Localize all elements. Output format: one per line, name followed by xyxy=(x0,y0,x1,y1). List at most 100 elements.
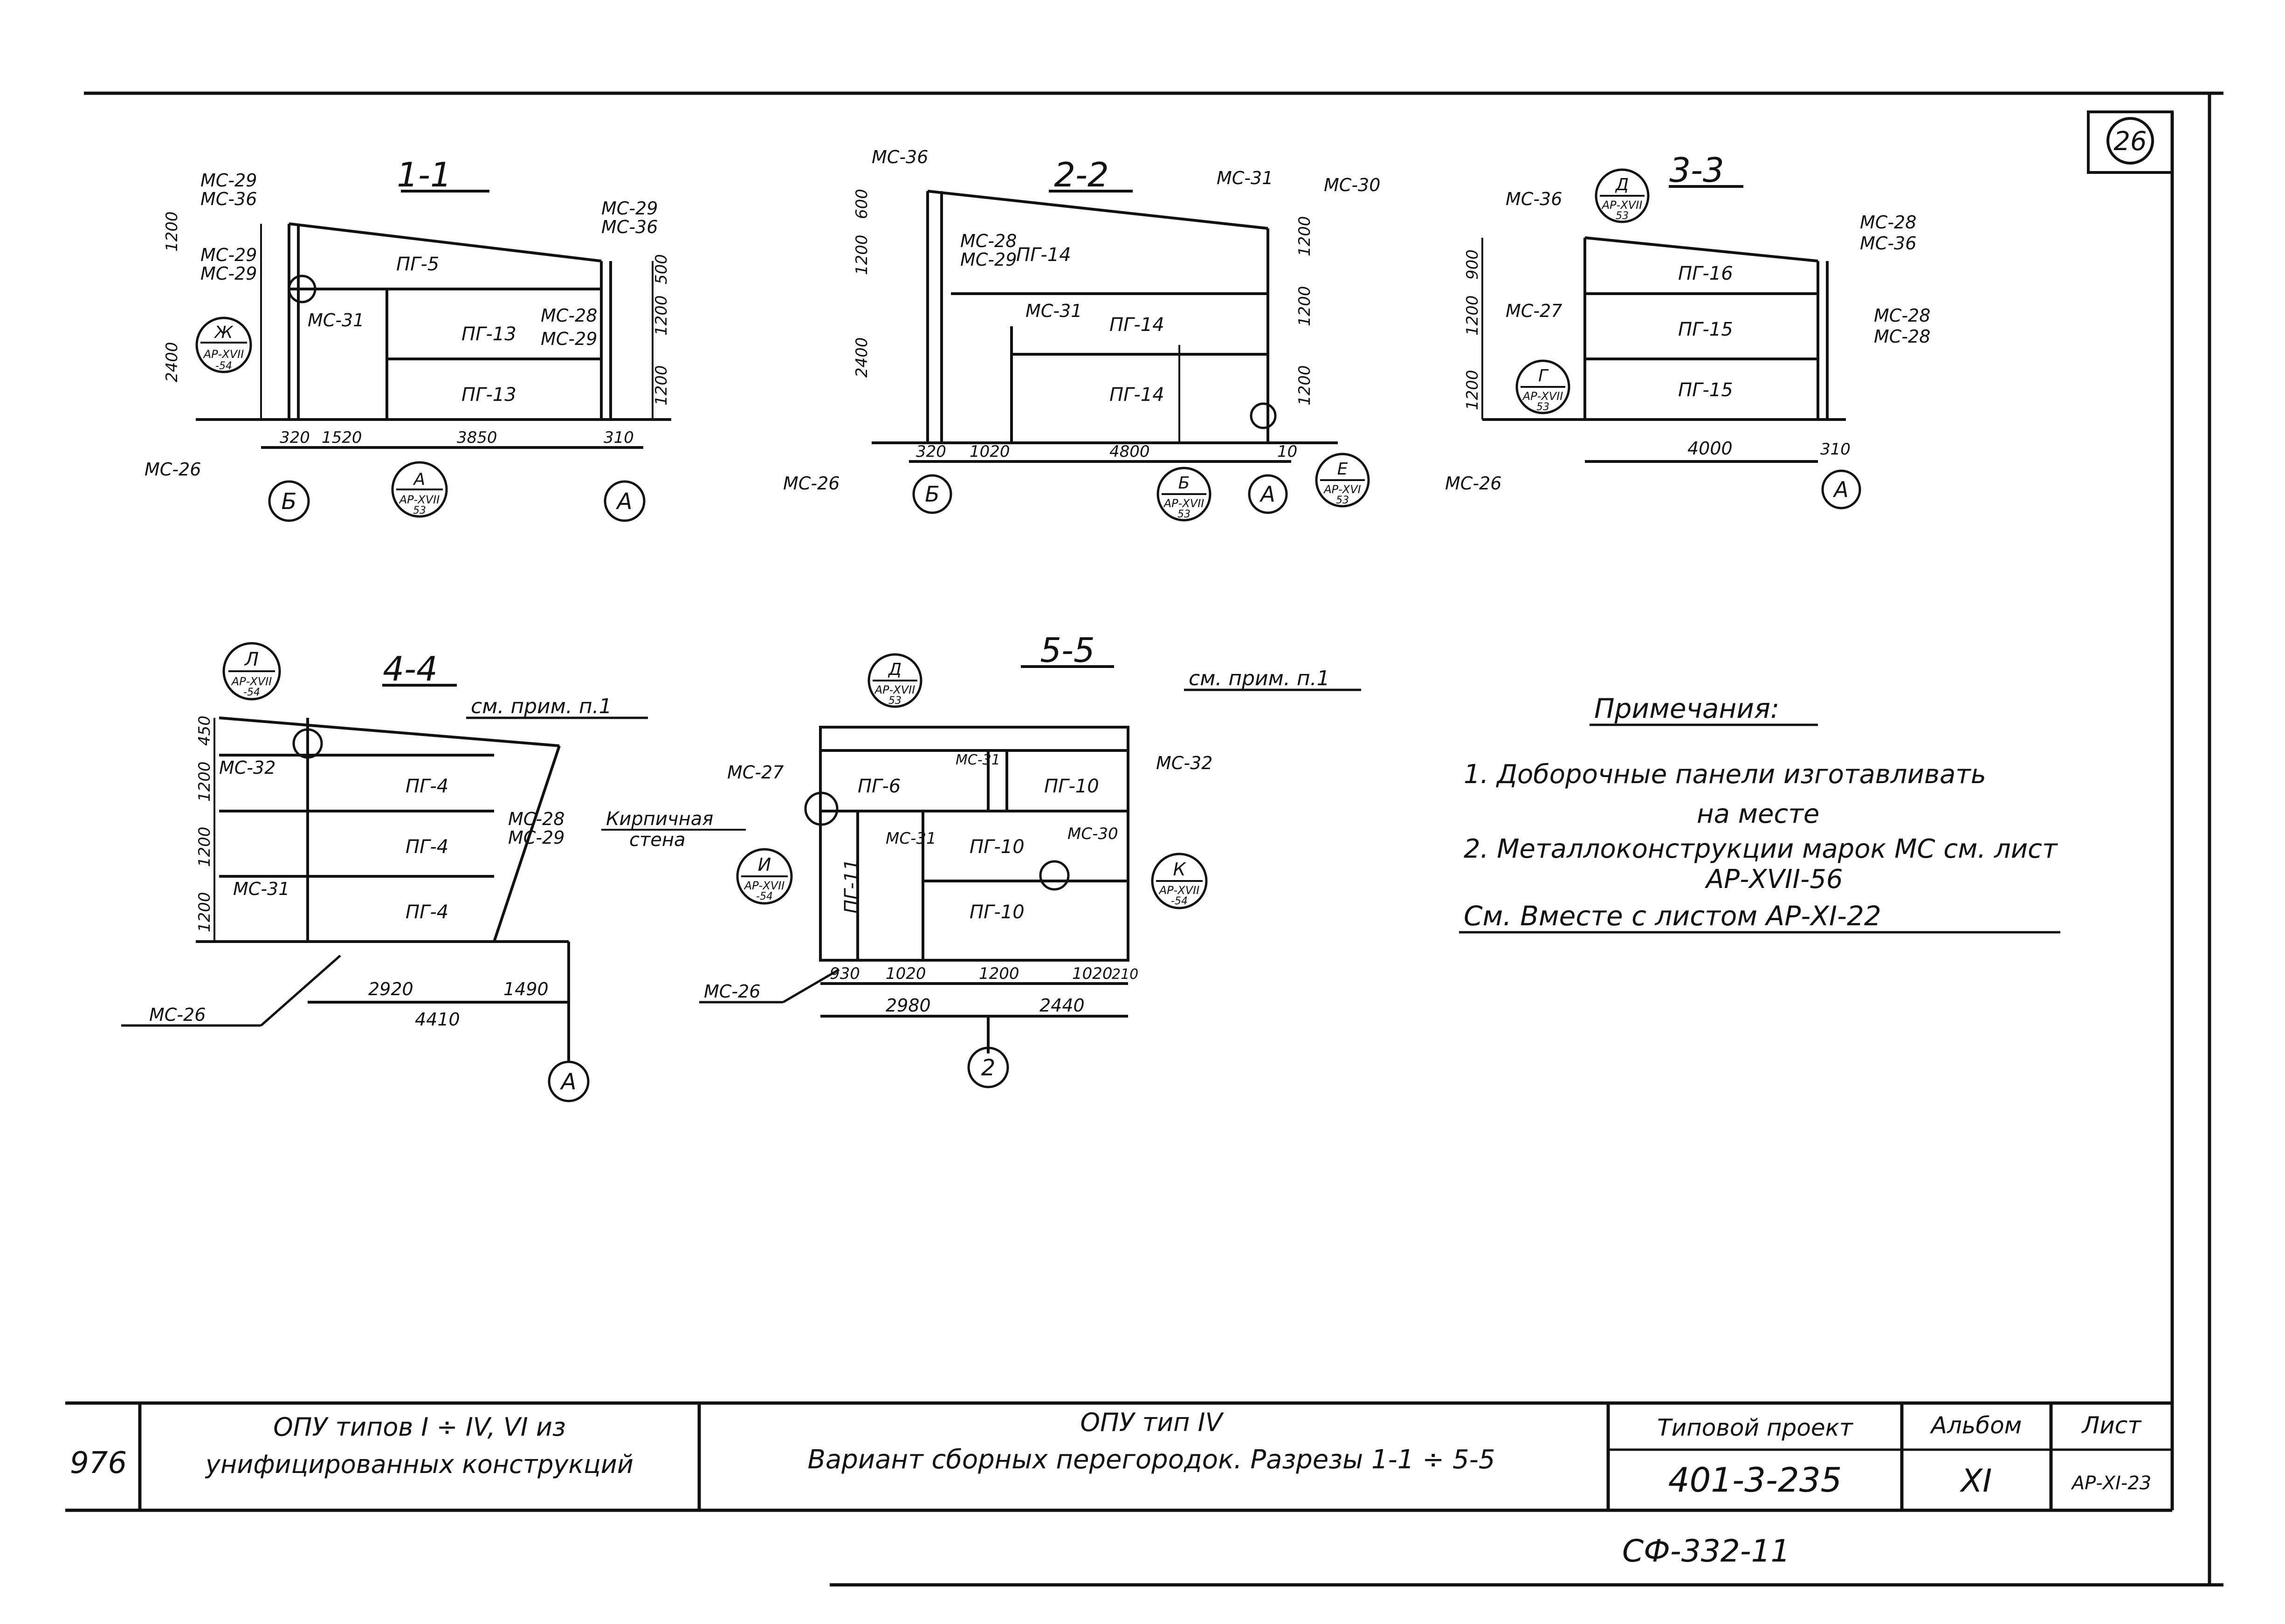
ref-label: МС-31 xyxy=(1217,168,1273,188)
panel-label: ПГ-10 xyxy=(1044,776,1099,797)
dim-label: 320 xyxy=(916,442,946,461)
node-callout: Г АР-XVII 53 xyxy=(1515,359,1570,414)
svg-text:2: 2 xyxy=(981,1055,996,1081)
note-ref: см. прим. п.1 xyxy=(471,695,612,718)
dim-label: 600 xyxy=(853,189,871,219)
dim-label: 1200 xyxy=(163,211,181,252)
svg-text:-54: -54 xyxy=(243,687,260,698)
svg-text:Д: Д xyxy=(888,660,902,679)
dim-label: 1200 xyxy=(652,295,671,336)
code-left: 976 xyxy=(70,1446,127,1480)
dim-label: 930 xyxy=(830,964,860,983)
dim-label: 4410 xyxy=(415,1009,460,1030)
panel-label: ПГ-4 xyxy=(406,901,448,923)
ref-label: МС-28 xyxy=(1860,212,1916,233)
dim-label: 4800 xyxy=(1109,442,1150,461)
svg-text:53: 53 xyxy=(1616,210,1629,222)
ref-label: МС-26 xyxy=(1445,473,1501,494)
axis-marker: А xyxy=(604,480,646,522)
svg-text:АР-XVII: АР-XVII xyxy=(1522,390,1563,403)
sheet-border xyxy=(84,91,2223,1587)
dim-label: 2980 xyxy=(886,995,931,1016)
panel-label: ПГ-5 xyxy=(396,254,439,275)
ref-label: МС-36 xyxy=(1860,233,1916,254)
ref-label: МС-26 xyxy=(145,459,201,480)
project-desc: ОПУ типов I ÷ IV, VI из xyxy=(273,1412,565,1442)
panel-label: ПГ-13 xyxy=(461,384,516,406)
panel-label: ПГ-4 xyxy=(406,776,448,797)
typical-project-value: 401-3-235 xyxy=(1668,1460,1842,1500)
ref-label: МС-28 xyxy=(541,305,597,326)
svg-text:АР-XVII: АР-XVII xyxy=(1601,199,1643,212)
dim-label: 1200 xyxy=(1463,295,1482,336)
ref-label: МС-30 xyxy=(1324,175,1380,195)
dim-label: 2400 xyxy=(163,342,181,382)
svg-text:Д: Д xyxy=(1615,175,1629,194)
panel-label: ПГ-14 xyxy=(1016,244,1071,266)
dim-label: 1200 xyxy=(195,761,214,802)
album-value: XI xyxy=(1960,1463,1992,1500)
panel-label: ПГ-15 xyxy=(1678,379,1733,401)
svg-text:-54: -54 xyxy=(756,891,773,902)
dim-label: 3850 xyxy=(457,428,497,447)
dim-label: 210 xyxy=(1112,966,1138,983)
node-callout: А АР-XVII 53 xyxy=(391,461,448,518)
wall-label: Кирпичная xyxy=(606,808,713,830)
notes-item: на месте xyxy=(1697,799,1819,829)
svg-text:АР-XVII: АР-XVII xyxy=(231,675,272,688)
ref-label: МС-32 xyxy=(1156,753,1212,773)
dim-label: 1200 xyxy=(652,365,671,406)
drawing-title: ОПУ тип IV xyxy=(1080,1408,1224,1437)
svg-text:АР-XVII: АР-XVII xyxy=(1158,884,1200,897)
title-block: 976 ОПУ типов I ÷ IV, VI из унифицирован… xyxy=(65,1401,2172,1512)
axis-marker: 2 xyxy=(967,1046,1009,1088)
section-title: 4-4 xyxy=(383,649,438,688)
svg-text:А: А xyxy=(1259,482,1275,507)
notes-item: АР-XVII-56 xyxy=(1705,864,1843,895)
ref-label: МС-27 xyxy=(727,762,784,783)
sheet-label: Лист xyxy=(2081,1412,2142,1439)
panel-label: ПГ-11 xyxy=(841,859,862,914)
ref-label: МС-28 xyxy=(1874,326,1930,347)
dim-label: 500 xyxy=(652,254,671,284)
dim-label: 900 xyxy=(1463,249,1482,280)
ref-label: МС-29 xyxy=(200,245,257,265)
ref-label: МС-36 xyxy=(1506,189,1562,209)
sheet-number: 26 xyxy=(2113,126,2147,157)
panel-label: ПГ-4 xyxy=(406,836,448,858)
dim-label: 1490 xyxy=(503,979,549,999)
ref-label: МС-32 xyxy=(219,757,275,778)
svg-text:Б: Б xyxy=(1178,474,1190,493)
notes-item: 1. Доборочные панели изготавливать xyxy=(1464,759,1986,790)
svg-text:Б: Б xyxy=(925,482,940,507)
svg-text:53: 53 xyxy=(888,695,902,707)
section-5-5: 5-5 см. прим. п.1 МС-27 МС-32 МС-31 МС-3… xyxy=(699,631,1361,1088)
node-callout: Е АР-XVI 53 xyxy=(1315,453,1370,508)
svg-text:Ж: Ж xyxy=(214,323,234,342)
section-title: 5-5 xyxy=(1040,631,1095,670)
ref-label: МС-28 xyxy=(508,809,564,829)
svg-text:53: 53 xyxy=(1536,401,1549,413)
svg-text:АР-XVI: АР-XVI xyxy=(1323,483,1361,496)
panel-label: ПГ-10 xyxy=(970,836,1025,858)
ref-label: МС-29 xyxy=(200,263,257,284)
svg-text:-54: -54 xyxy=(1171,895,1188,907)
svg-text:53: 53 xyxy=(1177,509,1191,520)
dim-label: 1520 xyxy=(322,428,362,447)
panel-label: ПГ-16 xyxy=(1678,263,1733,284)
node-callout: К АР-XVII -54 xyxy=(1151,853,1208,909)
panel-label: ПГ-14 xyxy=(1109,314,1164,336)
dim-label: 1200 xyxy=(979,964,1019,983)
dim-label: 1200 xyxy=(1295,365,1314,406)
ref-label: МС-36 xyxy=(601,217,658,237)
note-ref: см. прим. п.1 xyxy=(1189,667,1330,690)
dim-label: 450 xyxy=(195,716,214,746)
svg-text:Л: Л xyxy=(244,649,259,670)
node-callout: Б АР-XVII 53 xyxy=(1156,467,1211,522)
svg-text:К: К xyxy=(1173,859,1187,880)
album-label: Альбом xyxy=(1930,1412,2022,1439)
dim-label: 2440 xyxy=(1039,995,1085,1016)
ref-label: МС-30 xyxy=(1067,825,1118,843)
svg-text:53: 53 xyxy=(413,505,426,516)
section-title: 2-2 xyxy=(1054,155,1109,194)
